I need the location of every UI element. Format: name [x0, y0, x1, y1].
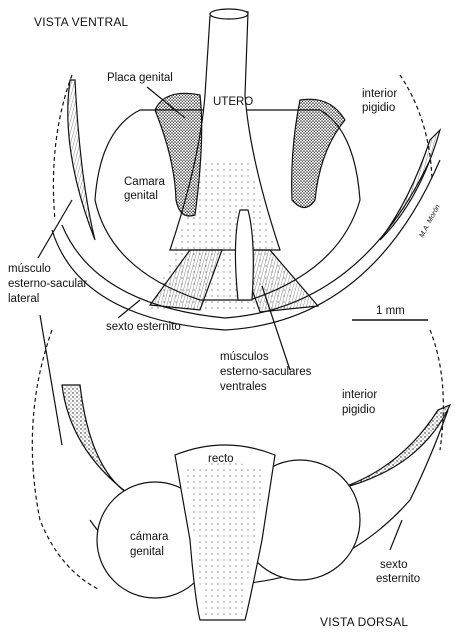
label-sexto-esternito-bottom-1: sexto [380, 559, 408, 571]
label-camara-genital-top-2: genital [124, 190, 158, 202]
uterus-opening [210, 9, 248, 19]
leader-sexto-esternito [118, 300, 140, 318]
dorsal-outline-left-dashed [32, 330, 100, 590]
label-musculo-lateral-1: músculo [8, 263, 51, 275]
label-musculos-ventrales-2: esterno-saculares [220, 366, 312, 378]
leader-dorsal-sexto [390, 520, 402, 550]
label-placa-genital: Placa genital [107, 72, 173, 84]
label-camara-genital-bottom-2: genital [130, 546, 164, 558]
label-musculo-lateral-2: esterno-sacular [8, 278, 87, 290]
central-notch [235, 210, 253, 300]
title-ventral: VISTA VENTRAL [34, 15, 129, 29]
leader-dorsal-musculo [40, 315, 62, 445]
dorsal-muscle-left [62, 385, 130, 495]
lateral-muscle-left [68, 80, 95, 240]
label-interior-pigidio-top-2: pigidio [362, 102, 395, 114]
illustrator-signature: M.A. Morón [419, 204, 442, 239]
label-sexto-esternito-bottom-2: esternito [376, 573, 420, 585]
label-interior-pigidio-bottom-1: interior [342, 389, 377, 401]
label-utero: UTERO [213, 96, 253, 108]
label-camara-genital-top-1: Camara [124, 176, 166, 188]
label-sexto-esternito-top: sexto esternito [106, 321, 181, 333]
label-musculos-ventrales-1: músculos [220, 351, 269, 363]
dorsal-muscle-right [335, 405, 450, 490]
label-interior-pigidio-top-1: interior [362, 88, 397, 100]
label-interior-pigidio-bottom-2: pigidio [342, 404, 375, 416]
label-musculos-ventrales-3: ventrales [220, 381, 267, 393]
title-dorsal: VISTA DORSAL [320, 615, 408, 629]
label-musculo-lateral-3: lateral [8, 293, 39, 305]
label-camara-genital-bottom-1: cámara [130, 531, 169, 543]
leader-musculo-lateral [38, 200, 72, 258]
label-recto: recto [208, 453, 234, 465]
label-scale: 1 mm [376, 305, 405, 317]
